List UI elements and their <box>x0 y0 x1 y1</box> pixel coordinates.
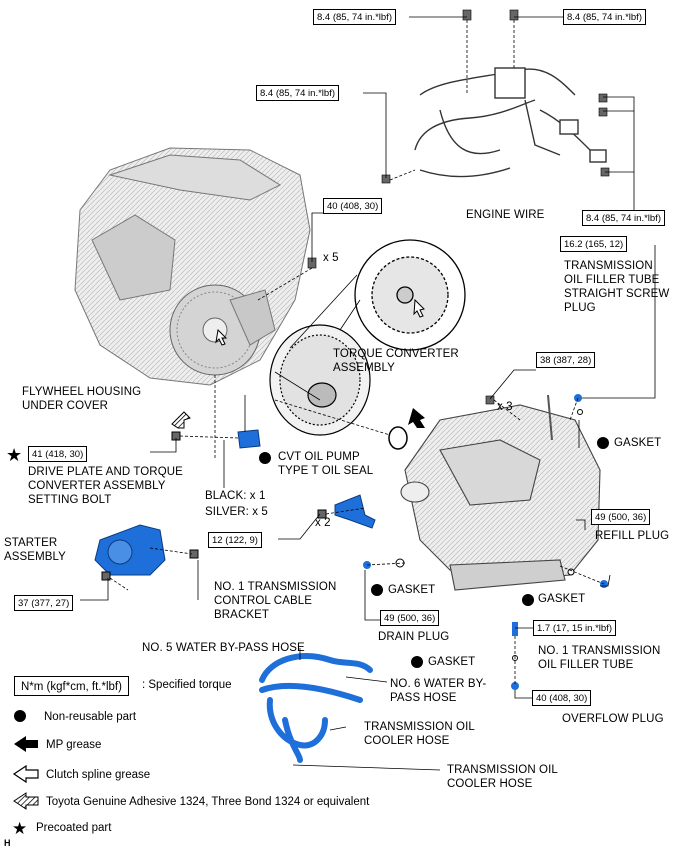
gasket-label: GASKET <box>538 593 586 605</box>
torque-spec-box: 41 (418, 30) <box>28 446 88 462</box>
specified-torque-label: : Specified torque <box>142 679 232 691</box>
figure-code: H <box>4 838 11 848</box>
gasket-label: GASKET <box>388 584 436 596</box>
cooler-hose-label: COOLER HOSE <box>364 735 450 747</box>
cooler-hose-label: TRANSMISSION OIL <box>447 764 558 776</box>
flywheel-cover <box>237 429 261 449</box>
drive-plate-bolt-label: DRIVE PLATE AND TORQUE <box>28 466 183 478</box>
engine-wire-label: ENGINE WIRE <box>466 209 545 221</box>
bracket-label: NO. 1 TRANSMISSION <box>214 581 337 593</box>
torque-converter-label: ASSEMBLY <box>333 362 395 374</box>
detail-circle <box>354 239 466 351</box>
legend-non-reusable: Non-reusable part <box>44 711 137 723</box>
svg-text:★: ★ <box>12 819 27 839</box>
refill-plug-label: REFILL PLUG <box>595 530 670 542</box>
cvt-seal-label: CVT OIL PUMP <box>278 451 360 463</box>
gasket-label: GASKET <box>614 437 662 449</box>
filler-tube-label: OIL FILLER TUBE <box>538 659 634 671</box>
filler-plug-label: STRAIGHT SCREW <box>564 288 670 300</box>
legend-precoated: Precoated part <box>36 822 112 834</box>
overflow-plug-label: OVERFLOW PLUG <box>562 713 664 725</box>
torque-converter-label: TORQUE CONVERTER <box>333 348 459 360</box>
legend-adhesive: Toyota Genuine Adhesive 1324, Three Bond… <box>46 796 370 808</box>
torque-spec-box: 16.2 (165, 12) <box>560 236 628 252</box>
bracket-label: BRACKET <box>214 609 270 621</box>
x2-label: x 2 <box>315 517 331 529</box>
starter-label: ASSEMBLY <box>4 551 66 563</box>
starter-label: STARTER <box>4 537 58 549</box>
legend-clutch-grease: Clutch spline grease <box>46 769 151 781</box>
x3-label: x 3 <box>497 401 513 413</box>
torque-spec-box: 49 (500, 36) <box>591 509 651 525</box>
torque-spec-box: 12 (122, 9) <box>208 532 262 548</box>
gasket-label: GASKET <box>428 656 476 668</box>
water-hoses <box>259 653 373 763</box>
torque-converter <box>269 324 371 436</box>
x5-label: x 5 <box>323 252 339 264</box>
precoated-star-icon: ★ <box>6 445 22 466</box>
flywheel-cover-label: FLYWHEEL HOUSING <box>22 386 142 398</box>
torque-spec-box: 8.4 (85, 74 in.*lbf) <box>256 85 339 101</box>
torque-spec-box: 49 (500, 36) <box>380 610 440 626</box>
specified-torque-box: N*m (kgf*cm, ft.*lbf) <box>14 676 129 696</box>
water-hose-5-label: NO. 5 WATER BY-PASS HOSE <box>142 642 305 654</box>
bracket-label: CONTROL CABLE <box>214 595 313 607</box>
filler-tube-label: NO. 1 TRANSMISSION <box>538 645 661 657</box>
legend-mp-grease: MP grease <box>46 739 102 751</box>
bolt-count-silver: SILVER: x 5 <box>205 506 268 518</box>
flywheel-cover-label: UNDER COVER <box>22 400 109 412</box>
torque-spec-box: 37 (377, 27) <box>14 595 74 611</box>
torque-spec-box: 1.7 (17, 15 in.*lbf) <box>533 620 616 636</box>
bolt-count-black: BLACK: x 1 <box>205 490 266 502</box>
torque-spec-box: 8.4 (85, 74 in.*lbf) <box>582 210 665 226</box>
torque-spec-box: 38 (387, 28) <box>536 352 596 368</box>
torque-spec-box: 40 (408, 30) <box>323 198 383 214</box>
control-cable-bracket <box>334 494 376 529</box>
water-hose-6-label: NO. 6 WATER BY- <box>390 678 487 690</box>
filler-plug-label: PLUG <box>564 302 596 314</box>
starter-motor <box>94 524 166 576</box>
drive-plate-bolt-label: CONVERTER ASSEMBLY <box>28 480 166 492</box>
cooler-hose-label: COOLER HOSE <box>447 778 533 790</box>
filler-plug-label: OIL FILLER TUBE <box>564 274 660 286</box>
water-hose-6-label: PASS HOSE <box>390 692 457 704</box>
torque-spec-box: 8.4 (85, 74 in.*lbf) <box>313 9 396 25</box>
filler-plug-label: TRANSMISSION <box>564 260 653 272</box>
torque-spec-box: 8.4 (85, 74 in.*lbf) <box>563 9 646 25</box>
engine-wire-harness <box>414 67 607 178</box>
cvt-seal-label: TYPE T OIL SEAL <box>278 465 374 477</box>
engine-assembly <box>74 147 311 386</box>
non-reusable-markers <box>259 437 609 668</box>
transaxle <box>400 394 601 591</box>
drive-plate-bolt-label: SETTING BOLT <box>28 494 112 506</box>
drain-plug-label: DRAIN PLUG <box>378 631 450 643</box>
cooler-hose-label: TRANSMISSION OIL <box>364 721 475 733</box>
cvt-oil-seal <box>388 426 408 450</box>
torque-spec-box: 40 (408, 30) <box>532 690 592 706</box>
